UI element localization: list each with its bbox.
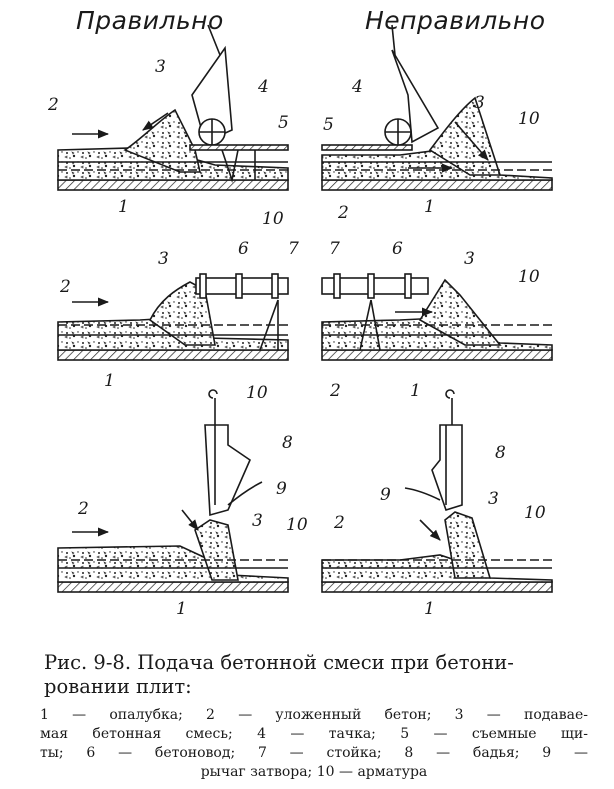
panel-row2-incorrect xyxy=(321,273,553,361)
label-3: 3 xyxy=(464,249,475,269)
heading-incorrect: Неправильно xyxy=(365,6,546,35)
label-3: 3 xyxy=(488,489,499,509)
label-3: 3 xyxy=(158,249,169,269)
label-9: 9 xyxy=(380,485,391,505)
label-8: 8 xyxy=(282,433,293,453)
panel-row1-incorrect xyxy=(321,24,553,191)
label-1: 1 xyxy=(424,599,435,619)
label-2: 2 xyxy=(59,277,71,297)
label-6: 6 xyxy=(392,239,403,259)
labels-row1-correct: 2 3 4 5 1 10 xyxy=(47,57,289,229)
caption-line-2: ровании плит: xyxy=(44,675,192,698)
labels-row3-incorrect: 8 9 2 3 10 1 xyxy=(333,443,546,619)
figure-caption: Рис. 9-8. Подача бетонной смеси при бето… xyxy=(44,651,584,699)
label-4: 4 xyxy=(351,77,363,97)
label-1: 1 xyxy=(424,197,435,217)
panel-row2-correct xyxy=(57,273,289,361)
label-2: 2 xyxy=(333,513,345,533)
legend-row-4: рычаг затвора; 10 — арматура xyxy=(200,764,428,780)
label-5: 5 xyxy=(278,113,289,133)
labels-row2-correct: 2 3 6 7 1 10 xyxy=(59,239,299,403)
label-10: 10 xyxy=(518,109,540,129)
label-1: 1 xyxy=(118,197,129,217)
panel-row3-correct xyxy=(57,389,289,593)
label-10: 10 xyxy=(286,515,308,535)
label-4: 4 xyxy=(257,77,269,97)
label-2: 2 xyxy=(77,499,89,519)
label-7: 7 xyxy=(329,239,340,259)
label-1: 1 xyxy=(176,599,187,619)
label-1: 1 xyxy=(410,381,421,401)
legend-row-3: ты; 6 — бетоновод; 7 — стойка; 8 — бадья… xyxy=(40,745,588,761)
label-1: 1 xyxy=(104,371,115,391)
label-3: 3 xyxy=(155,57,166,77)
label-10: 10 xyxy=(262,209,284,229)
label-10: 10 xyxy=(518,267,540,287)
caption-line-1: Рис. 9-8. Подача бетонной смеси при бето… xyxy=(44,651,514,674)
label-3: 3 xyxy=(252,511,263,531)
label-2: 2 xyxy=(329,381,341,401)
concrete-placement-figure: 2 3 4 5 1 10 4 5 3 10 2 1 2 3 6 7 1 10 7… xyxy=(47,24,553,619)
label-2: 2 xyxy=(337,203,349,223)
heading-correct: Правильно xyxy=(76,6,224,35)
legend-row-2: мая бетонная смесь; 4 — тачка; 5 — съемн… xyxy=(40,726,588,742)
labels-row3-correct: 8 9 2 3 10 1 xyxy=(77,433,308,619)
label-8: 8 xyxy=(495,443,506,463)
label-6: 6 xyxy=(238,239,249,259)
legend-row-1: 1 — опалубка; 2 — уложенный бетон; 3 — п… xyxy=(40,707,588,723)
figure-legend: 1 — опалубка; 2 — уложенный бетон; 3 — п… xyxy=(40,706,588,782)
label-2: 2 xyxy=(47,95,59,115)
label-7: 7 xyxy=(288,239,299,259)
label-10: 10 xyxy=(246,383,268,403)
labels-row2-incorrect: 7 6 3 10 2 1 xyxy=(329,239,540,401)
label-10: 10 xyxy=(524,503,546,523)
label-5: 5 xyxy=(323,115,334,135)
panel-row1-correct xyxy=(57,24,289,191)
label-9: 9 xyxy=(276,479,287,499)
labels-row1-incorrect: 4 5 3 10 2 1 xyxy=(323,77,540,223)
label-3: 3 xyxy=(474,93,485,113)
panel-row3-incorrect xyxy=(321,389,553,593)
